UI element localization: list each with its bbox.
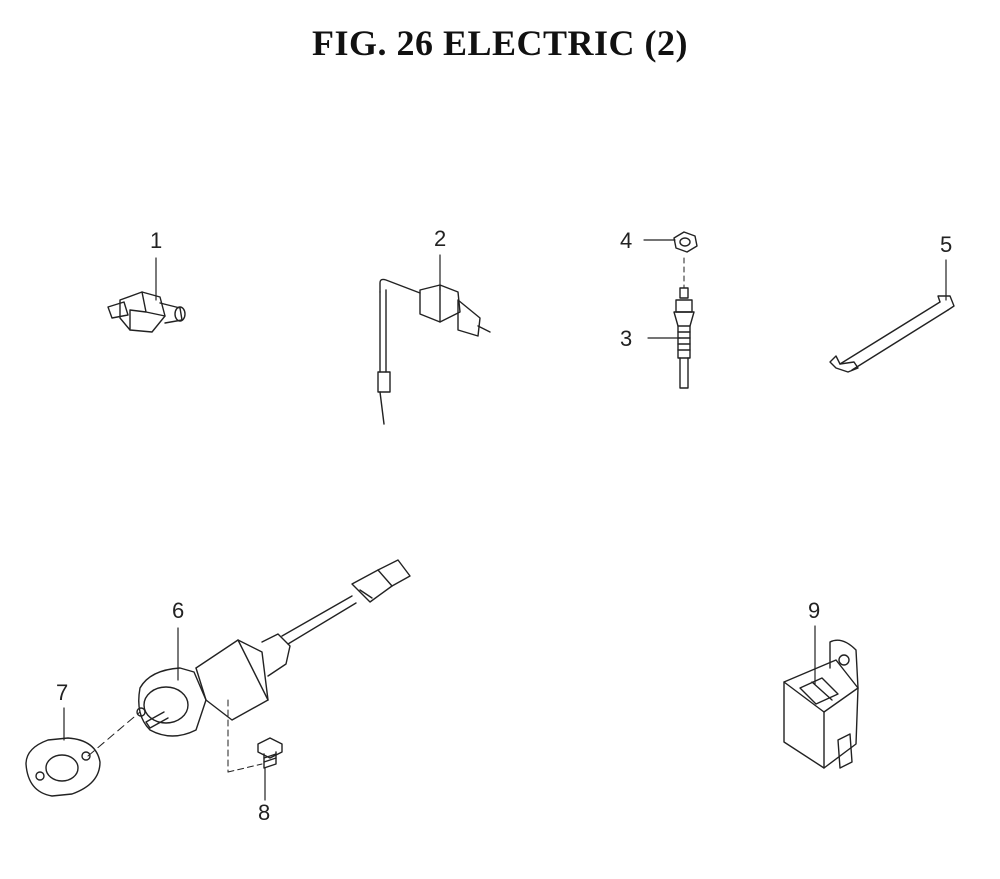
- gasket-icon: [25, 707, 141, 797]
- callout-5: 5: [940, 232, 952, 257]
- relay-icon: [783, 625, 859, 769]
- plate-icon: [829, 259, 955, 373]
- page-title: FIG. 26 ELECTRIC (2): [311, 23, 689, 63]
- callout-6: 6: [172, 598, 184, 623]
- callout-3: 3: [620, 326, 632, 351]
- solenoid-icon: [136, 559, 411, 773]
- callout-9: 9: [808, 598, 820, 623]
- callout-4: 4: [620, 228, 632, 253]
- callout-8: 8: [258, 800, 270, 825]
- callout-7: 7: [56, 680, 68, 705]
- bolt-icon: [257, 737, 283, 801]
- callout-1: 1: [150, 228, 162, 253]
- switch-icon: [107, 257, 186, 333]
- glow-plug-icon: [647, 257, 695, 389]
- sensor-icon: [377, 254, 491, 425]
- nut-icon: [643, 231, 698, 253]
- callout-2: 2: [434, 226, 446, 251]
